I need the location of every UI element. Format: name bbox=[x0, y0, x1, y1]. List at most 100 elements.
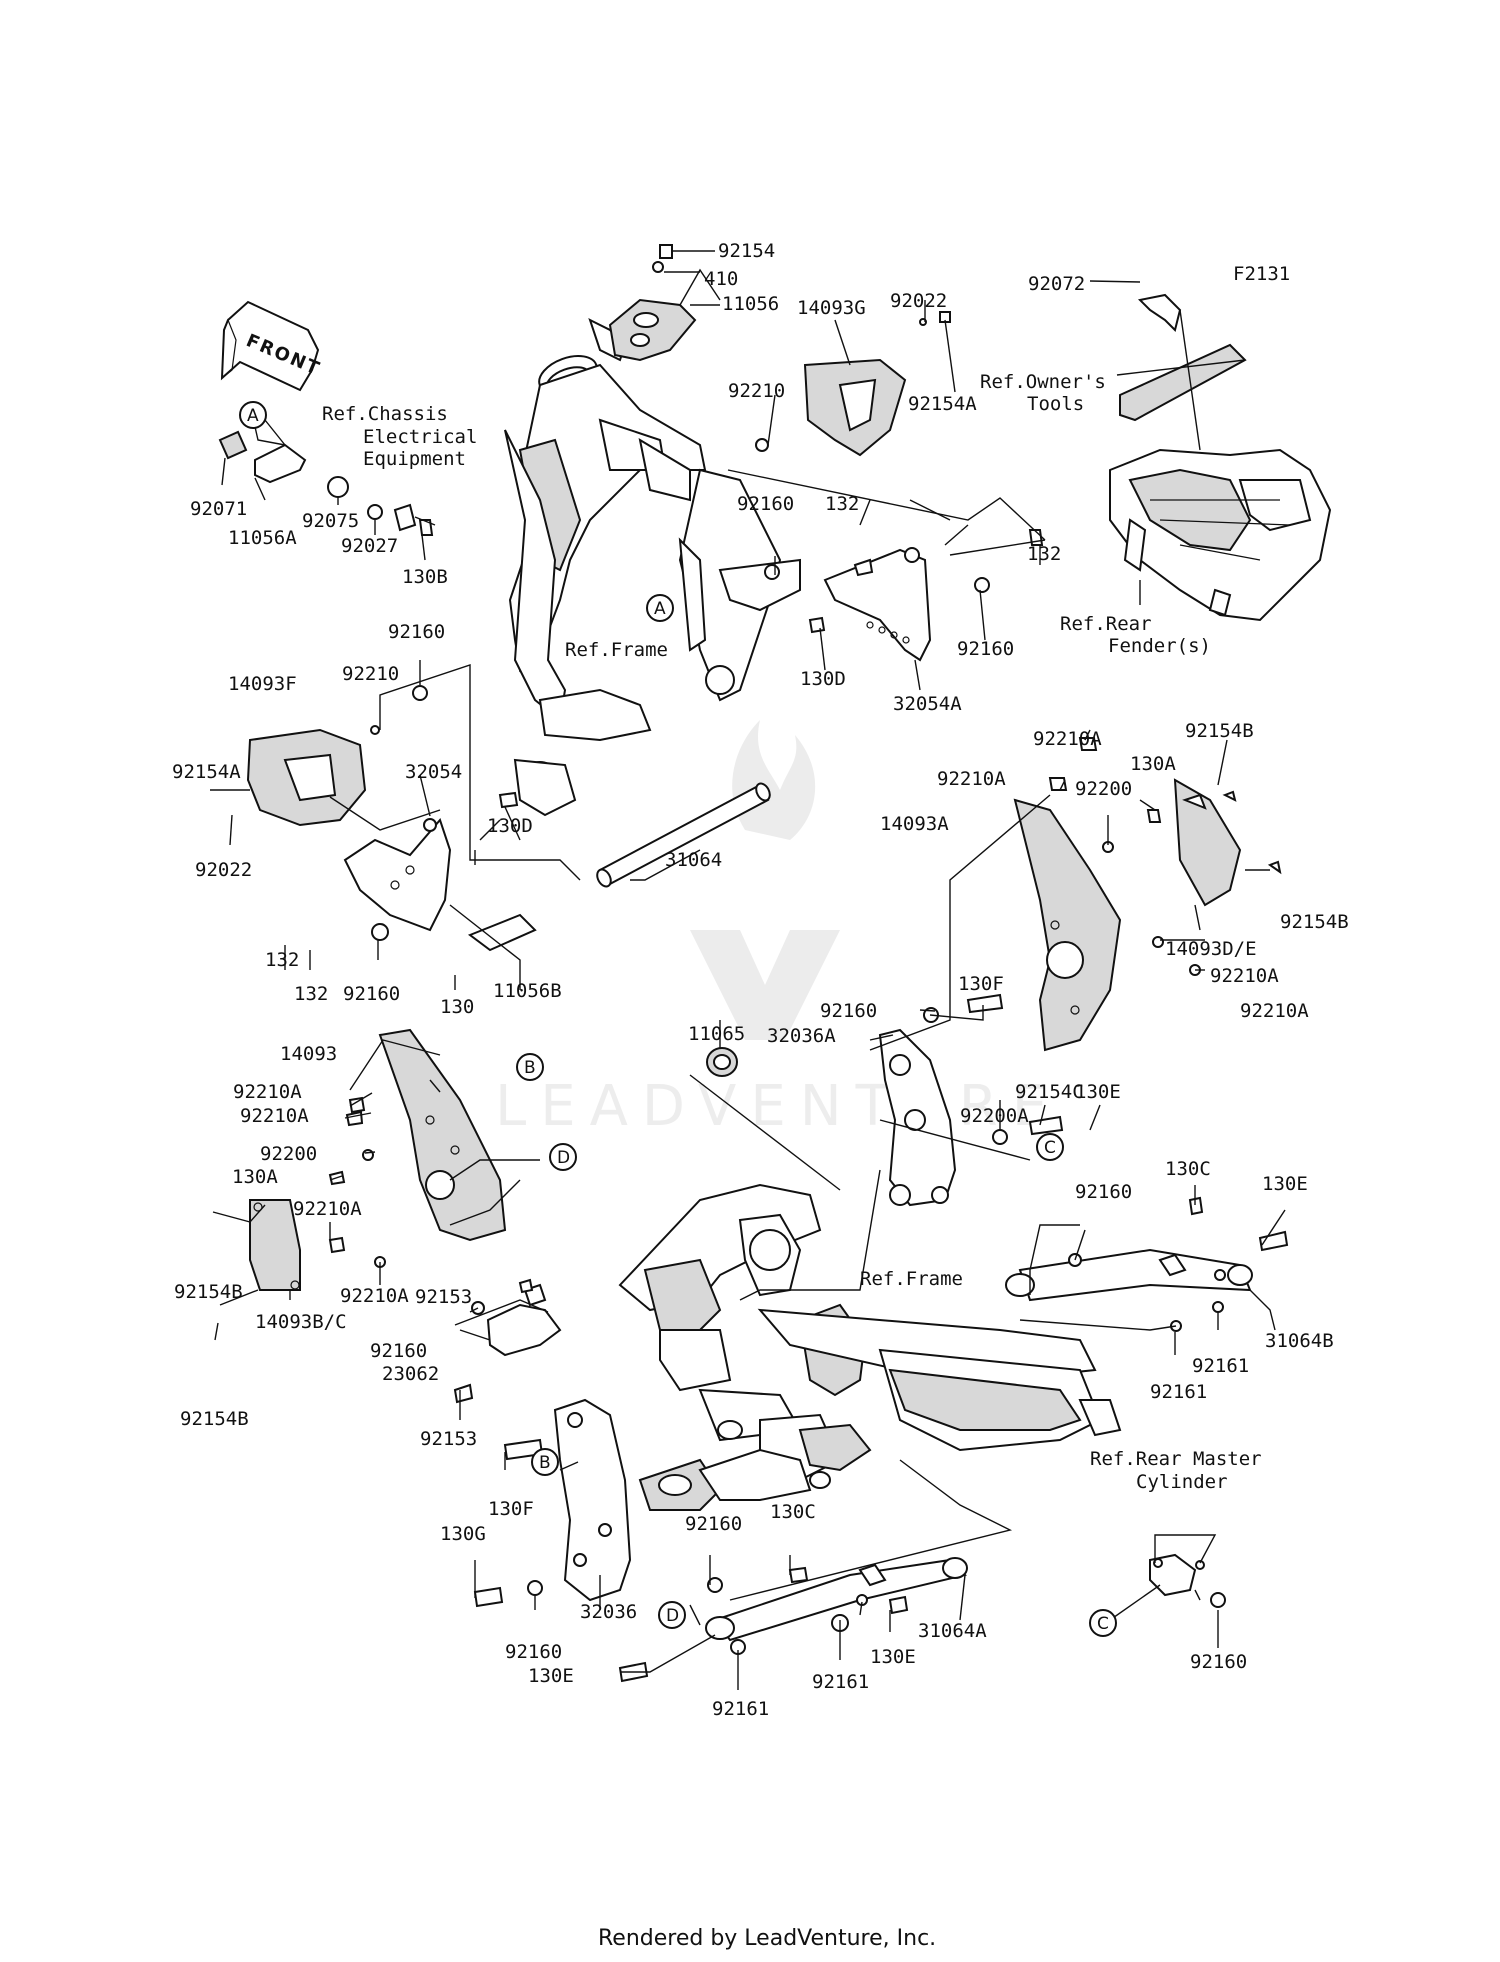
bracket-11056A-drawing bbox=[218, 430, 434, 536]
part-label: 92160 bbox=[343, 983, 400, 1005]
part-label: 92154A bbox=[908, 393, 977, 415]
part-label: 92154B bbox=[174, 1281, 243, 1303]
callout-a-frame: A bbox=[646, 594, 674, 622]
part-label: 92160 bbox=[737, 493, 794, 515]
part-label: 31064A bbox=[918, 1620, 987, 1642]
part-label: 130C bbox=[1165, 1158, 1211, 1180]
part-label: 92153 bbox=[420, 1428, 477, 1450]
part-label: 130F bbox=[958, 973, 1004, 995]
part-label: 130B bbox=[402, 566, 448, 588]
part-label: 92210A bbox=[293, 1198, 362, 1220]
svg-text:A: A bbox=[654, 599, 666, 619]
seal-11065-drawing bbox=[706, 1047, 738, 1077]
part-label: 32054A bbox=[893, 693, 962, 715]
ref-frame-lower-label: Ref.Frame bbox=[860, 1268, 963, 1290]
part-label: 130E bbox=[1075, 1081, 1121, 1103]
front-direction-arrow: FRONT bbox=[220, 300, 324, 392]
part-label: 92160 bbox=[1075, 1181, 1132, 1203]
part-label: 92210A bbox=[1210, 965, 1279, 987]
cover-14093-drawing bbox=[249, 1028, 507, 1291]
part-label: 31064 bbox=[665, 849, 722, 871]
part-label: 92200 bbox=[260, 1143, 317, 1165]
part-label: 130D bbox=[800, 668, 846, 690]
ref-rear-master-cylinder-label: Ref.Rear Master bbox=[1090, 1448, 1262, 1470]
part-label: 92210A bbox=[1033, 728, 1102, 750]
part-label: 14093G bbox=[797, 297, 866, 319]
cover-14093F-drawing bbox=[246, 685, 428, 827]
ref-chassis-label-2: Electrical bbox=[363, 426, 477, 448]
bracket-32054-drawing bbox=[343, 791, 537, 952]
part-number-labels: 92154 410 11056 14093G 92022 92154A 9207… bbox=[172, 240, 1349, 1720]
part-label: 92154C bbox=[1015, 1081, 1084, 1103]
part-label: 92210A bbox=[1240, 1000, 1309, 1022]
callout-d-upper: D bbox=[549, 1143, 577, 1171]
part-label: 11056A bbox=[228, 527, 297, 549]
part-label: 130E bbox=[1262, 1173, 1308, 1195]
part-label: 92160 bbox=[370, 1340, 427, 1362]
ref-chassis-label-3: Equipment bbox=[363, 448, 466, 470]
part-label: 32054 bbox=[405, 761, 462, 783]
part-label: 130 bbox=[440, 996, 474, 1018]
part-label: 92027 bbox=[341, 535, 398, 557]
part-label: 130E bbox=[870, 1646, 916, 1668]
ref-rear-fender-label: Ref.Rear bbox=[1060, 613, 1152, 635]
part-label: 14093A bbox=[880, 813, 949, 835]
callout-c-center: C bbox=[1036, 1133, 1064, 1161]
part-label: 92161 bbox=[1192, 1355, 1249, 1377]
svg-text:B: B bbox=[524, 1058, 536, 1078]
bracket-32054A-drawing bbox=[764, 529, 1044, 662]
ref-frame-upper-label: Ref.Frame bbox=[565, 639, 668, 661]
part-label: 132 bbox=[825, 493, 859, 515]
part-label: 92200A bbox=[960, 1105, 1029, 1127]
part-label: 14093F bbox=[228, 673, 297, 695]
part-label: 130G bbox=[440, 1523, 486, 1545]
svg-text:A: A bbox=[247, 406, 259, 426]
svg-text:D: D bbox=[666, 1606, 679, 1626]
part-label: 92154B bbox=[180, 1408, 249, 1430]
bracket-32036A-drawing bbox=[878, 993, 1064, 1207]
bracket-32036-drawing bbox=[473, 1398, 632, 1608]
part-label: 92200 bbox=[1075, 778, 1132, 800]
footer-credit: Rendered by LeadVenture, Inc. bbox=[598, 1926, 936, 1951]
part-label: 410 bbox=[704, 268, 738, 290]
part-label: 92154B bbox=[1280, 911, 1349, 933]
part-label: 92161 bbox=[812, 1671, 869, 1693]
cover-14093G-drawing bbox=[755, 311, 951, 457]
lower-frame-drawing bbox=[618, 1183, 1122, 1511]
ref-rear-fender-label-2: Fender(s) bbox=[1108, 635, 1211, 657]
part-label: 92154B bbox=[1185, 720, 1254, 742]
part-label: 92071 bbox=[190, 498, 247, 520]
part-label: 11056B bbox=[493, 980, 562, 1002]
master-cylinder-bracket-drawing bbox=[1149, 1553, 1226, 1608]
diagram-code: F2131 bbox=[1233, 263, 1290, 285]
callout-a-top: A bbox=[239, 401, 267, 429]
leader-lines bbox=[210, 250, 1286, 1690]
part-label: 92153 bbox=[415, 1286, 472, 1308]
part-label: 32036A bbox=[767, 1025, 836, 1047]
part-label: 130F bbox=[488, 1498, 534, 1520]
ref-chassis-label: Ref.Chassis bbox=[322, 403, 448, 425]
part-label: 23062 bbox=[382, 1363, 439, 1385]
ref-owners-tools-label-2: Tools bbox=[1027, 393, 1084, 415]
arm-31064B-drawing bbox=[1005, 1196, 1289, 1332]
part-label: 14093B/C bbox=[255, 1311, 347, 1333]
part-label: 132 bbox=[294, 983, 328, 1005]
part-label: 11056 bbox=[722, 293, 779, 315]
bracket-23062-drawing bbox=[453, 1278, 562, 1404]
svg-text:C: C bbox=[1044, 1138, 1056, 1158]
part-label: 92022 bbox=[890, 290, 947, 312]
part-label: 92022 bbox=[195, 859, 252, 881]
callout-b-upper: B bbox=[516, 1053, 544, 1081]
part-label: 92160 bbox=[957, 638, 1014, 660]
part-label: 130A bbox=[1130, 753, 1176, 775]
part-label: 14093D/E bbox=[1165, 938, 1257, 960]
callout-c-master: C bbox=[1089, 1609, 1117, 1637]
part-label: 130C bbox=[770, 1501, 816, 1523]
callout-b-lower: B bbox=[531, 1448, 559, 1476]
shaft-31064-drawing bbox=[596, 782, 771, 888]
part-label: 130E bbox=[528, 1665, 574, 1687]
part-label: 14093 bbox=[280, 1043, 337, 1065]
part-label: 92160 bbox=[388, 621, 445, 643]
part-label: 92210A bbox=[233, 1081, 302, 1103]
cover-11056-drawing bbox=[608, 244, 697, 362]
